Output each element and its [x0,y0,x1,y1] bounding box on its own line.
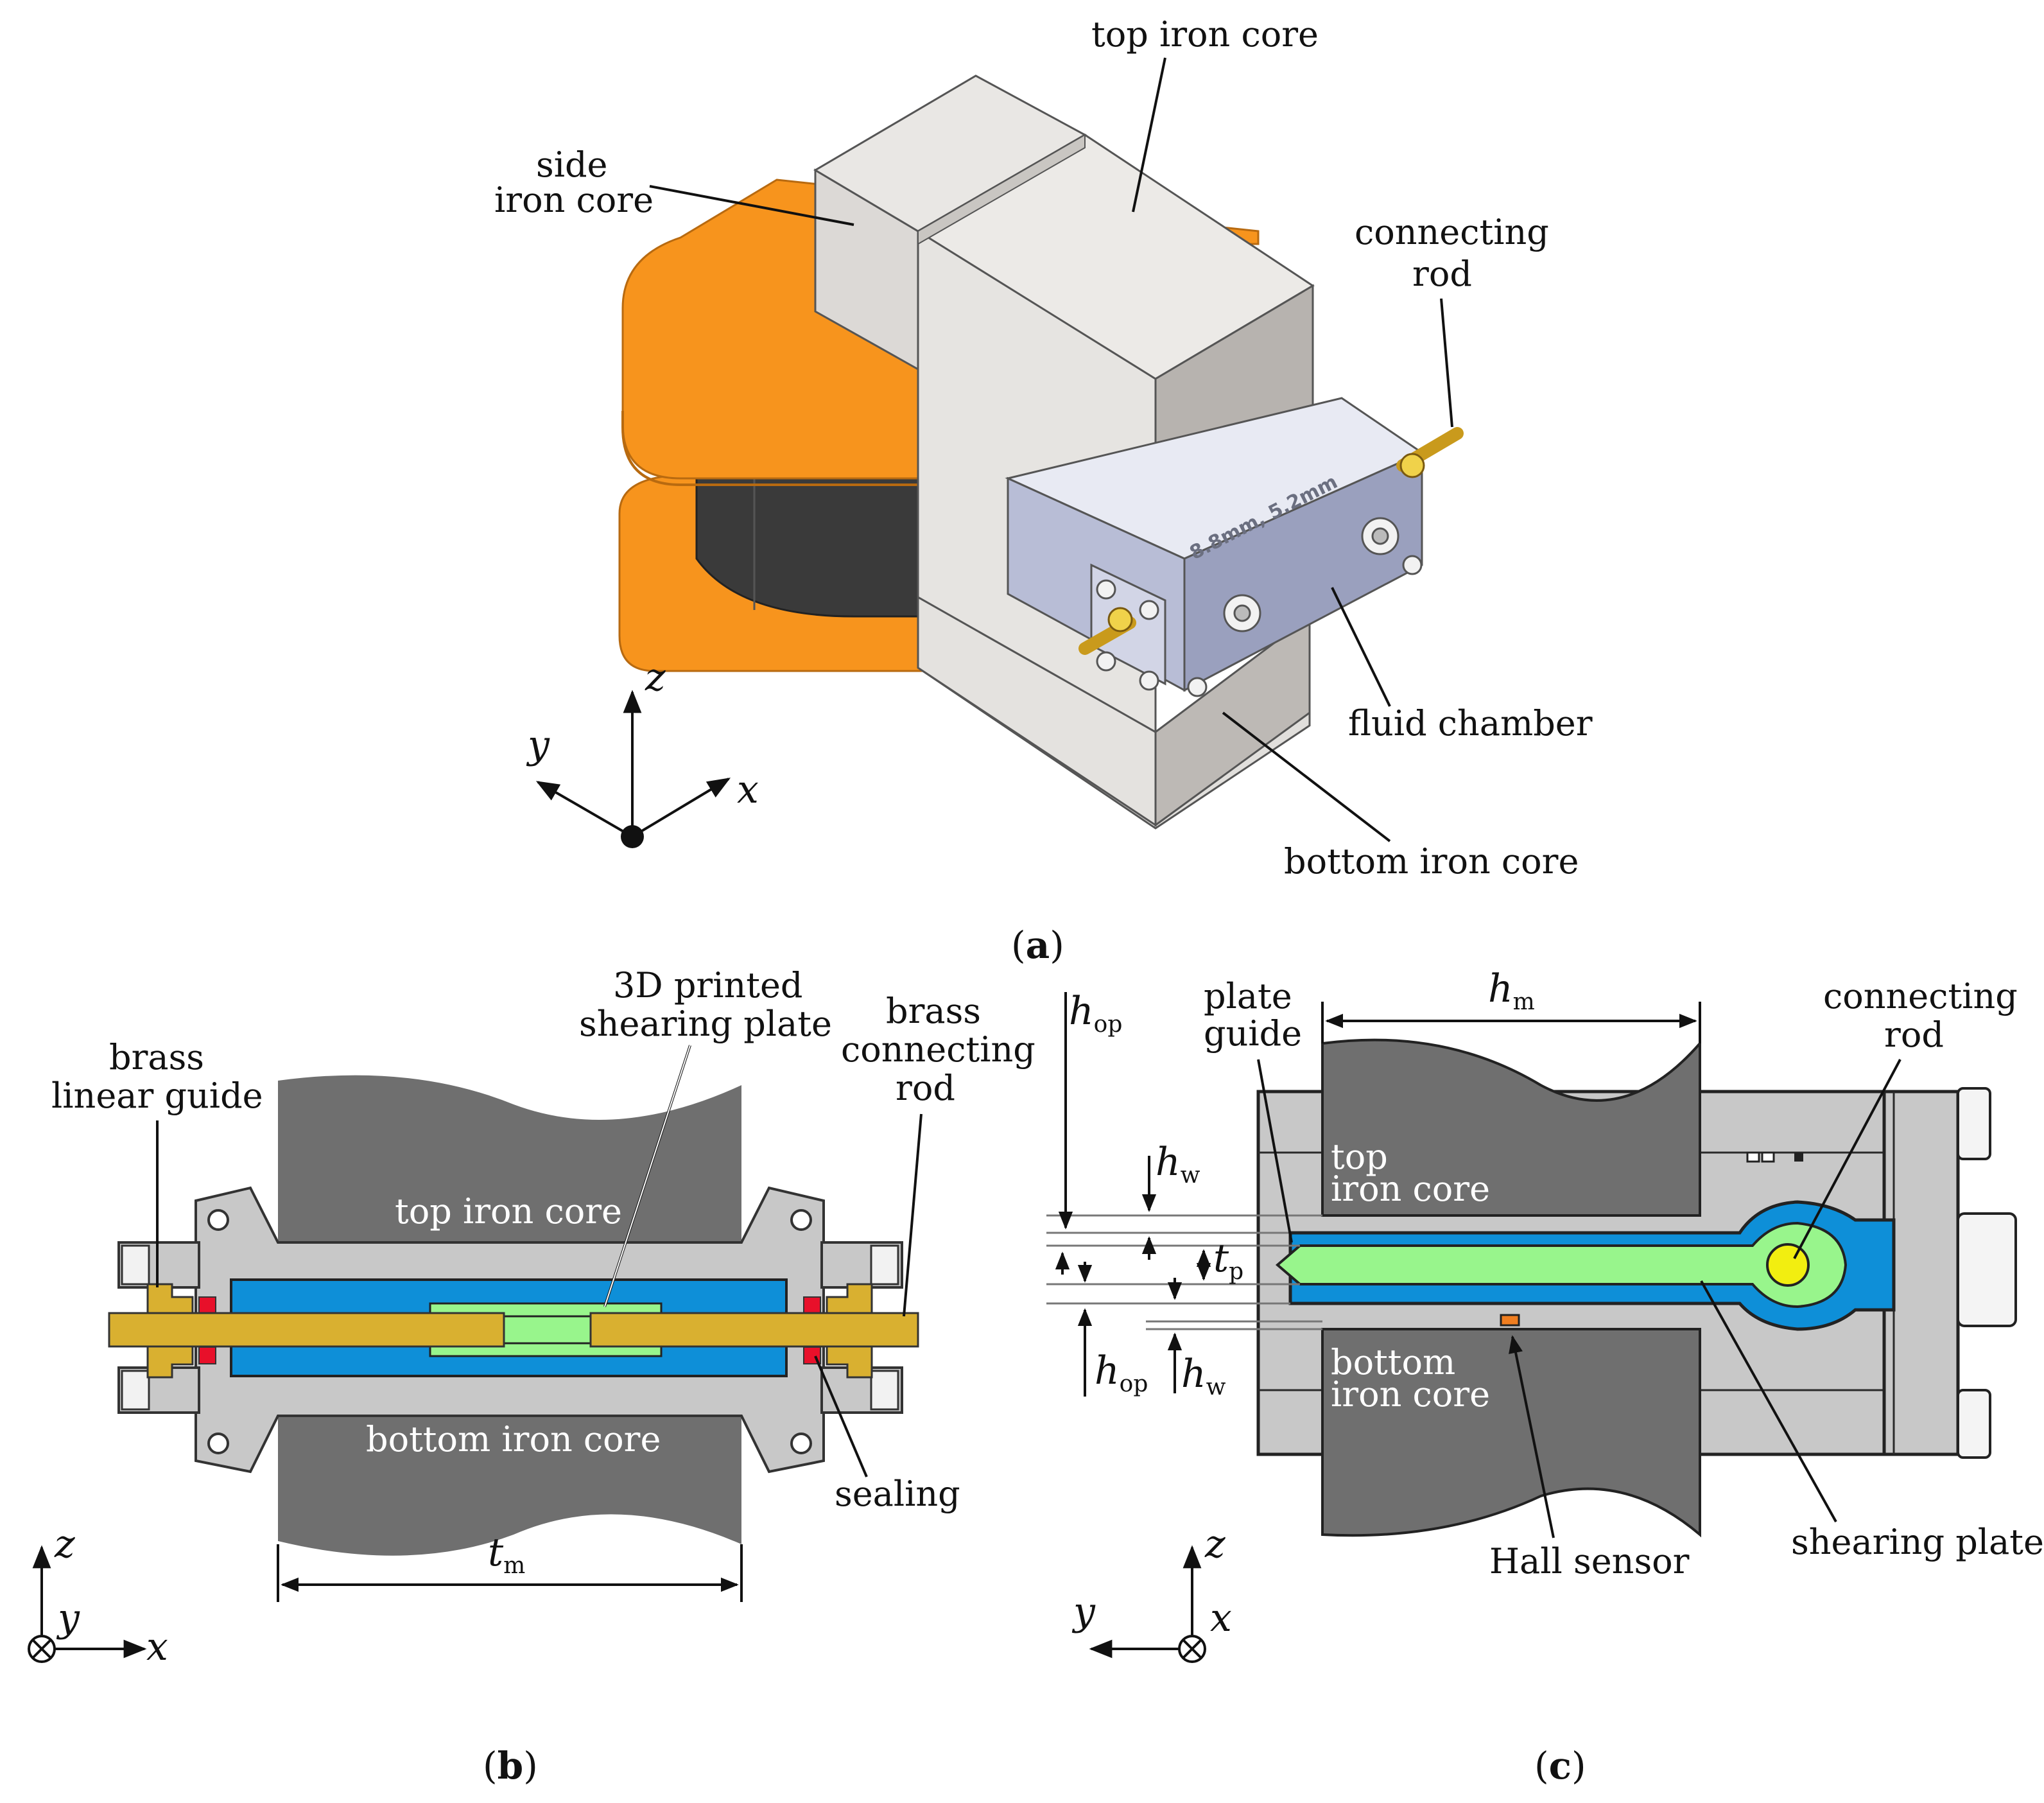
axis-b-x: x [146,1624,168,1669]
panel-c: top iron core bottom iron core hop hop [1046,966,2044,1788]
dim-hop-bottom: hop [1095,1348,1148,1397]
label-top-iron-core-c-1: top [1331,1137,1388,1177]
axis-b-y: y [56,1596,80,1641]
axis-a-z: z [645,655,666,700]
caption-b: (b) [483,1744,538,1788]
label-top-iron-core-b: top iron core [395,1191,622,1232]
label-bottom-iron-core-c-2: iron core [1331,1374,1490,1415]
label-bottom-iron-core-b: bottom iron core [366,1419,661,1459]
top-iron-core-step [917,134,1086,245]
axes-a: z y x [526,655,759,848]
axis-c-y: y [1071,1589,1096,1634]
connecting-rod-3d [1078,427,1464,655]
label-brass-guide-1: brass [109,1037,204,1077]
brass-rod-left [108,1312,505,1348]
label-bottom-iron-core-a: bottom iron core [1284,841,1579,882]
dim-hop-top: hop [1069,989,1122,1038]
sealing-b [198,1296,821,1364]
dim-tm: tm [488,1530,525,1579]
axes-b: z y x [28,1522,168,1669]
axis-b-z: z [54,1522,75,1567]
label-connecting-rod-c-2: rod [1884,1015,1944,1055]
label-side-iron-core-1: side [536,144,608,185]
axis-a-x: x [737,767,759,812]
axes-c: z x y [1071,1522,1232,1663]
label-sealing-b: sealing [835,1474,960,1514]
label-connecting-rod-c-1: connecting [1823,976,2018,1016]
caption-c: (c) [1534,1744,1586,1788]
label-top-iron-core: top iron core [1091,14,1319,55]
caption-a: (a) [1011,923,1064,967]
top-iron-core-b [278,1075,741,1242]
panel-a: 8.8mm, 5.2mm top iron core side iron cor… [494,14,1593,967]
dim-hm: hm [1488,966,1535,1015]
label-plate-guide-1: plate [1204,976,1292,1016]
axis-c-z: z [1204,1522,1226,1567]
label-connecting-rod-a-2: rod [1412,254,1472,294]
label-brass-rod-b-1: brass [886,991,981,1031]
label-brass-rod-b-2: connecting [841,1029,1035,1070]
label-top-iron-core-c-2: iron core [1331,1169,1490,1209]
brass-rod-right [589,1312,919,1348]
hall-sensor [1500,1314,1520,1327]
label-plate-guide-2: guide [1204,1013,1302,1054]
dim-hw-bottom: hw [1181,1352,1226,1400]
label-side-iron-core-2: iron core [494,180,654,220]
shear-plate-c [1275,1221,1848,1309]
dim-hw-top: hw [1156,1140,1200,1189]
label-bottom-iron-core-c-1: bottom [1331,1342,1455,1382]
label-shearing-plate-b-1: 3D printed [613,965,802,1006]
bottom-iron-core-c [1321,1328,1701,1538]
screws-c [1957,1087,2017,1459]
shear-plate-b-core [503,1315,592,1345]
label-connecting-rod-a-1: connecting [1355,212,1549,252]
axis-a-y: y [526,722,550,767]
connecting-rod-c [1766,1243,1810,1287]
label-brass-guide-2: linear guide [51,1076,263,1116]
panel-b: top iron core bottom iron core brass lin… [28,965,1035,1788]
axis-c-x: x [1210,1596,1232,1641]
dim-tp: tp [1213,1236,1243,1285]
label-brass-rod-b-3: rod [896,1068,955,1108]
top-iron-core-c [1321,1038,1701,1217]
bottom-iron-core-b [278,1416,741,1556]
label-hall-sensor: Hall sensor [1489,1541,1690,1581]
chamber-screws [1096,455,1423,697]
label-fluid-chamber: fluid chamber [1348,703,1593,744]
label-shearing-plate-c: shearing plate [1791,1522,2044,1562]
label-shearing-plate-b-2: shearing plate [579,1004,832,1044]
